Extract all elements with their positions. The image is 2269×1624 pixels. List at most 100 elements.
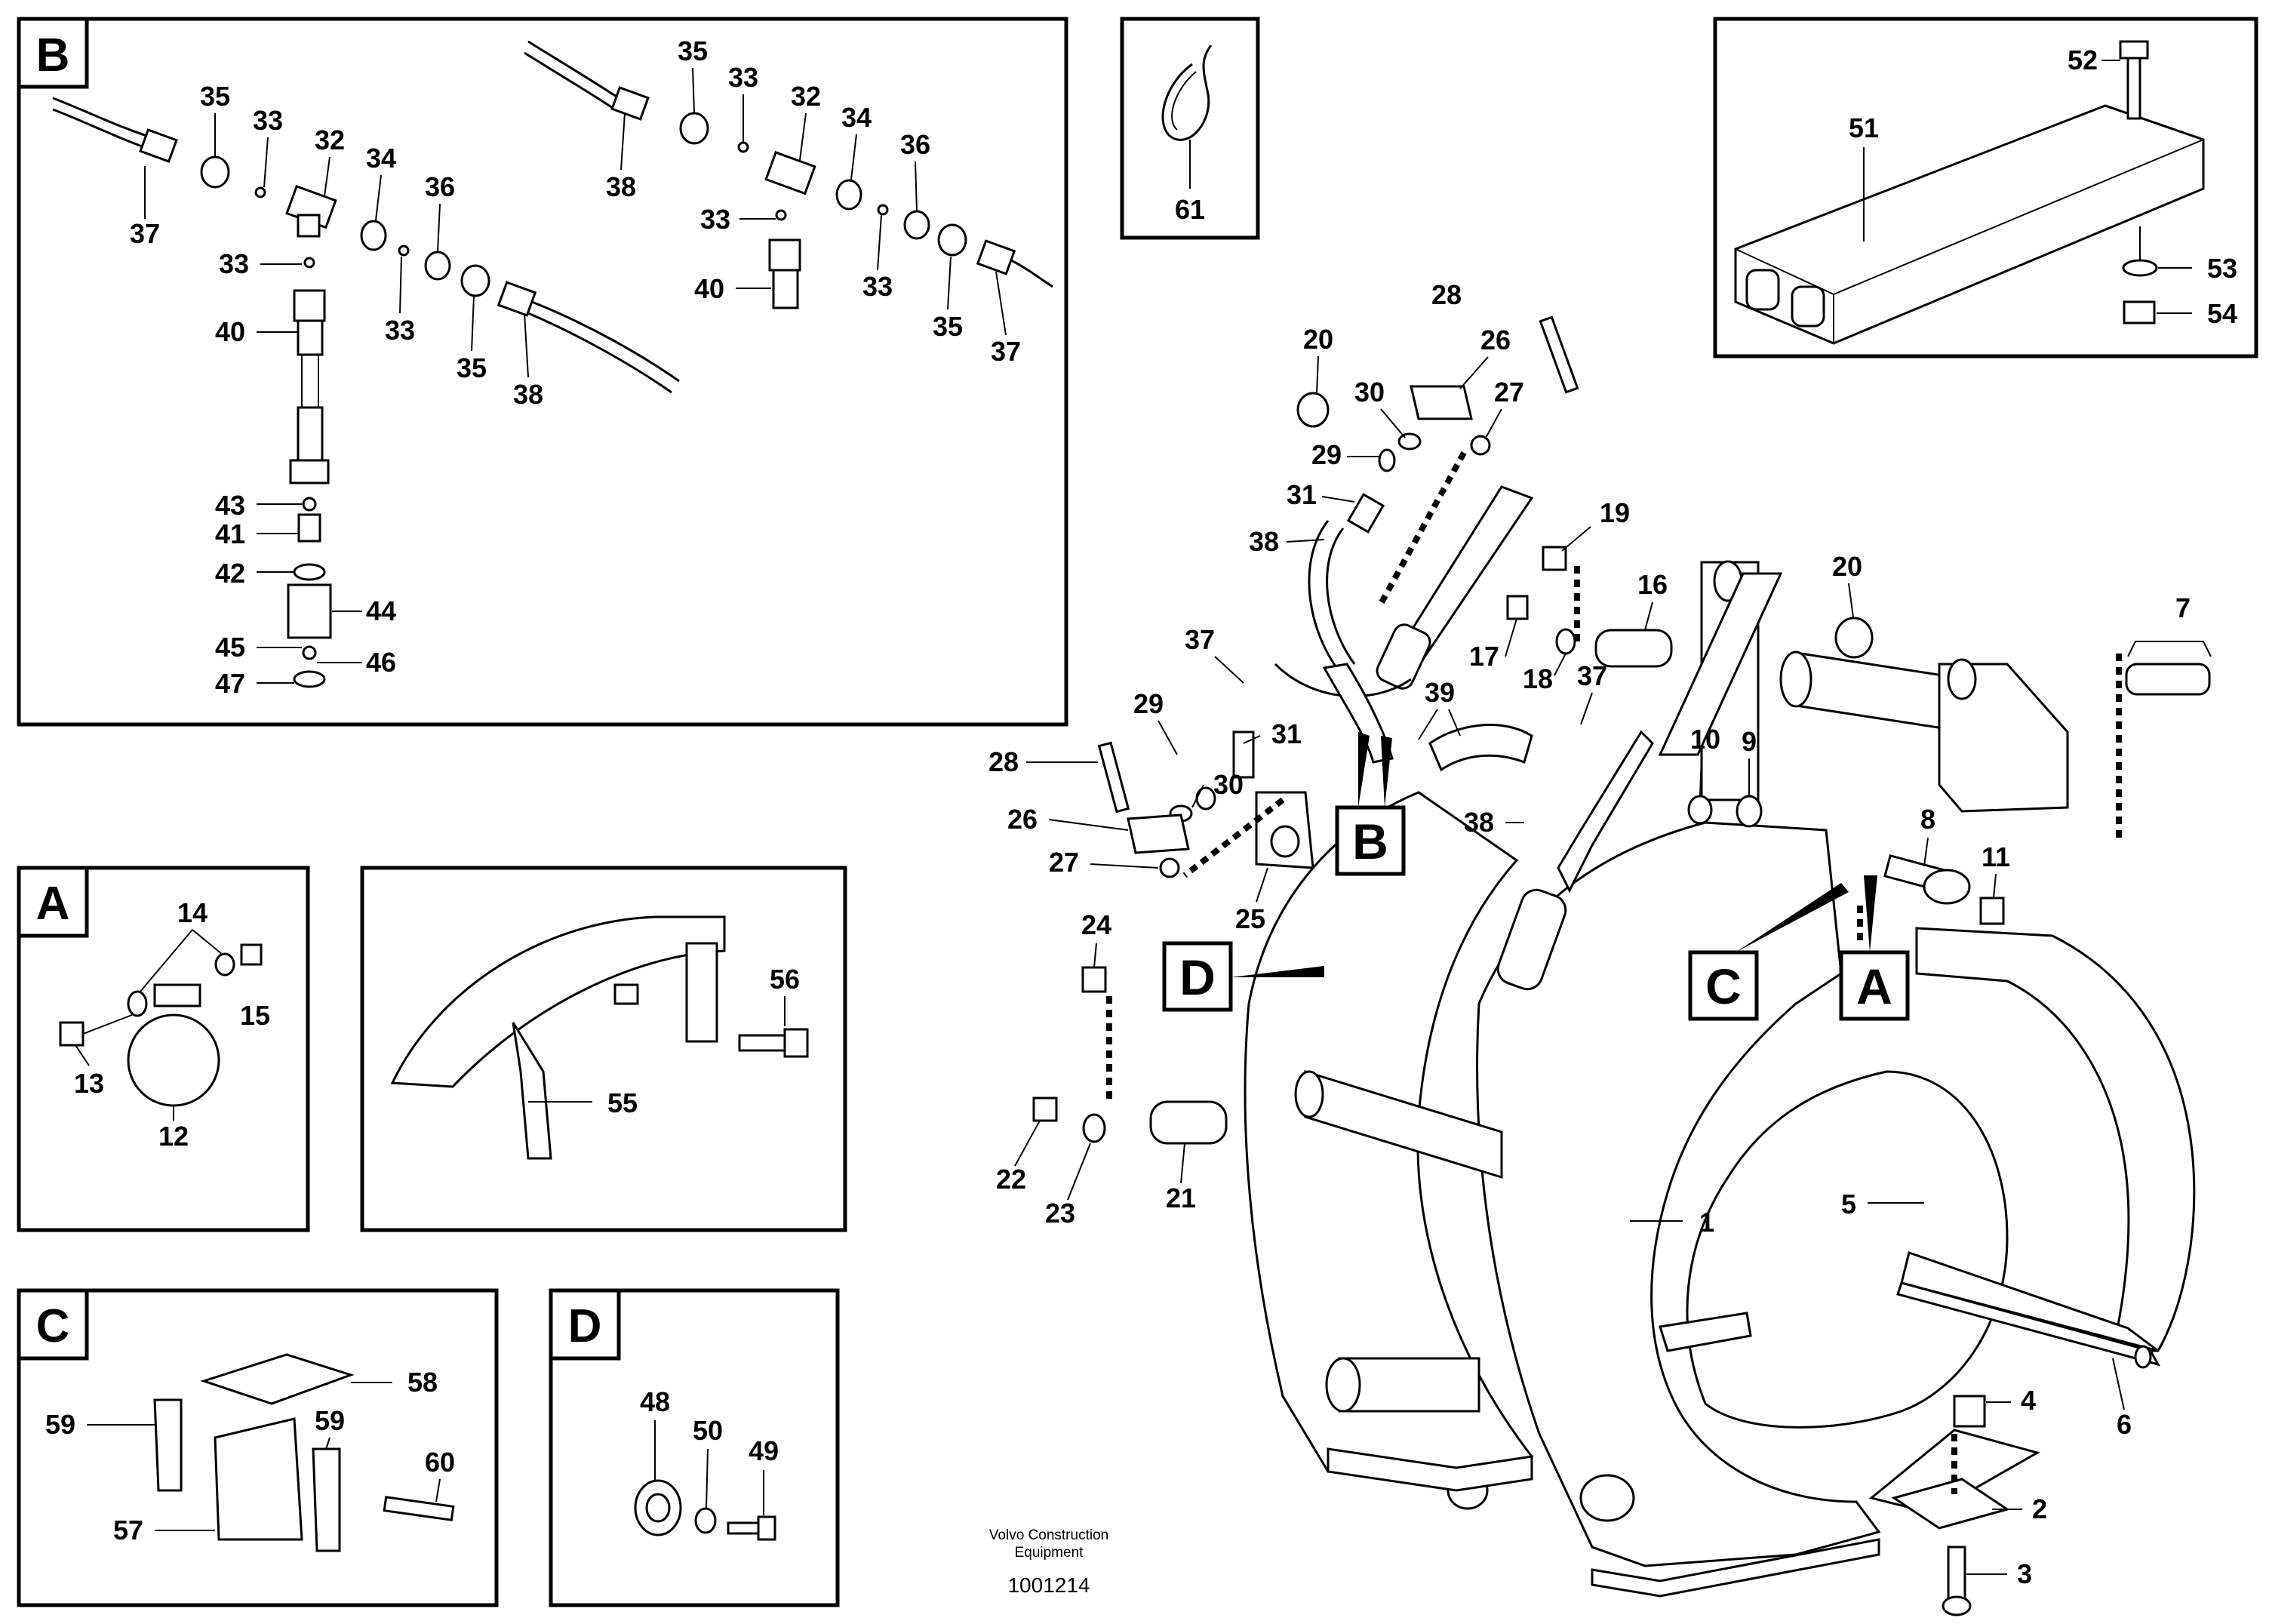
clamp-26b xyxy=(1127,814,1190,854)
bracket-59a xyxy=(153,1398,183,1492)
label-26: 26 xyxy=(1480,324,1511,355)
label-57: 57 xyxy=(113,1515,143,1546)
company-line-2: Equipment xyxy=(1015,1545,1084,1561)
oring-43 xyxy=(302,497,317,512)
label-32: 32 xyxy=(315,125,345,155)
cutting-edge-6 xyxy=(1896,1281,2161,1367)
inset-guard: 56 55 xyxy=(360,866,847,1232)
label-43: 43 xyxy=(215,490,245,521)
hose-guard xyxy=(1428,724,1533,772)
nut-15 xyxy=(240,943,263,966)
clamp-26a xyxy=(1410,385,1473,420)
label-1: 1 xyxy=(1699,1207,1714,1238)
svg-text:A: A xyxy=(1856,958,1892,1014)
label-50: 50 xyxy=(693,1415,723,1446)
washer-50 xyxy=(694,1507,717,1534)
hose-left-lower xyxy=(531,300,680,383)
document-number: 1001214 xyxy=(1007,1573,1090,1597)
label-23: 23 xyxy=(1045,1198,1075,1229)
hose-fitting-31 xyxy=(1232,730,1255,779)
label-16: 16 xyxy=(1637,569,1668,600)
label-60: 60 xyxy=(425,1447,455,1478)
inset-c-badge xyxy=(17,1288,89,1361)
label-15: 15 xyxy=(240,1000,270,1031)
label-46: 46 xyxy=(366,647,396,678)
label-11: 11 xyxy=(1982,841,2010,872)
bolt-17 xyxy=(1506,595,1529,620)
hose-right-upper xyxy=(527,40,620,100)
inset-d-frame xyxy=(549,1288,840,1607)
oring-33a xyxy=(254,186,266,198)
bolt-49 xyxy=(727,1521,764,1535)
label-26: 26 xyxy=(1007,804,1038,835)
oring-33b xyxy=(398,245,410,257)
nut-35a xyxy=(200,155,230,189)
inset-cable-tie-frame xyxy=(1120,17,1260,240)
adapter-40a xyxy=(293,289,326,322)
label-59: 59 xyxy=(45,1409,75,1440)
label-35: 35 xyxy=(200,81,230,112)
inset-a-badge xyxy=(17,866,89,938)
inset-c-letter: C xyxy=(36,1300,70,1352)
label-37: 37 xyxy=(1185,624,1215,655)
label-36: 36 xyxy=(425,171,455,202)
label-35: 35 xyxy=(457,352,487,383)
label-24: 24 xyxy=(1081,909,1111,940)
oring-33f xyxy=(877,204,889,216)
washer-9 xyxy=(1736,795,1763,828)
nipple-24 xyxy=(1081,966,1107,993)
label-12: 12 xyxy=(158,1121,189,1152)
plate-58 xyxy=(200,1353,355,1405)
nut-4 xyxy=(1953,1395,1986,1428)
label-6: 6 xyxy=(2117,1409,2132,1440)
inset-guard-frame xyxy=(360,866,847,1232)
tag-d: D xyxy=(1162,941,1324,1012)
main-labels: 28 20 26 30 27 29 31 38 19 20 16 17 18 xyxy=(988,279,2212,1589)
inset-d: D 48 50 49 xyxy=(549,1288,840,1607)
label-33: 33 xyxy=(253,105,283,136)
cable-tie-icon xyxy=(1161,45,1213,141)
label-8: 8 xyxy=(1920,804,1935,835)
nut-35d xyxy=(937,223,967,257)
inset-d-letter: D xyxy=(568,1300,602,1352)
washer-47 xyxy=(293,670,326,688)
inset-a: A 14 15 13 12 xyxy=(17,866,310,1232)
label-41: 41 xyxy=(215,518,245,549)
label-17: 17 xyxy=(1469,641,1499,672)
coupling-44 xyxy=(287,583,332,639)
clamp-12 xyxy=(127,1013,220,1107)
label-19: 19 xyxy=(1600,497,1630,528)
oring-45 xyxy=(302,645,317,660)
inset-cover-frame xyxy=(1713,17,2258,358)
label-34: 34 xyxy=(366,143,396,174)
label-21: 21 xyxy=(1166,1183,1196,1213)
nut-54 xyxy=(2123,300,2156,324)
label-27: 27 xyxy=(1049,847,1079,878)
tee-32b xyxy=(764,150,816,195)
oring-33c xyxy=(303,257,315,269)
label-35: 35 xyxy=(933,311,963,342)
label-27: 27 xyxy=(1494,377,1524,408)
svg-text:B: B xyxy=(1352,814,1388,869)
inset-b-frame xyxy=(17,17,1068,727)
label-48: 48 xyxy=(640,1386,670,1417)
svg-text:D: D xyxy=(1179,949,1216,1005)
label-59: 59 xyxy=(315,1405,345,1436)
label-20: 20 xyxy=(1303,324,1333,355)
label-18: 18 xyxy=(1523,663,1553,694)
hose-fitting-38b xyxy=(610,86,650,121)
label-51: 51 xyxy=(1849,112,1879,143)
pad-57 xyxy=(214,1417,303,1541)
inset-b-badge xyxy=(17,17,89,89)
oring-27a xyxy=(1470,435,1491,456)
label-38: 38 xyxy=(513,379,543,410)
label-33: 33 xyxy=(728,62,758,93)
inset-cover: 52 51 53 54 xyxy=(1713,17,2258,358)
nut-34b xyxy=(835,179,862,211)
label-37: 37 xyxy=(130,218,160,249)
label-40: 40 xyxy=(694,273,724,304)
bushing-21 xyxy=(1149,1100,1228,1145)
label-39: 39 xyxy=(1425,677,1455,708)
bolt-3 xyxy=(1947,1546,1966,1605)
